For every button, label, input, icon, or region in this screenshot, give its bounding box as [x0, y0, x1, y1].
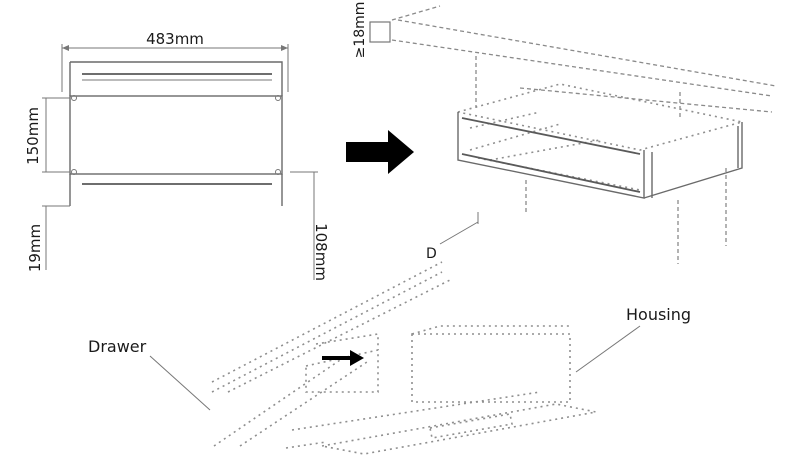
front-view: 483mm 150mm 19mm 108mm — [24, 30, 330, 281]
shelf-board — [391, 5, 777, 113]
base-tray — [321, 403, 597, 455]
drawer-label: Drawer — [88, 337, 147, 356]
arrow-right-icon — [281, 45, 288, 51]
detail-leader — [439, 221, 479, 245]
housing-box — [411, 333, 571, 403]
panel-bottom-frame — [69, 174, 283, 206]
mount-hole-icon — [275, 95, 281, 101]
mounted-view: ≥18mm D — [352, 2, 777, 264]
mount-hole-icon — [71, 169, 77, 175]
housing-edges — [461, 117, 641, 193]
drawer-leader — [149, 355, 211, 411]
housing-front — [457, 112, 645, 199]
panel-top-frame — [69, 61, 283, 96]
detail-marker-label: D — [426, 246, 437, 262]
width-label: 483mm — [146, 30, 204, 48]
height-label: 150mm — [24, 107, 42, 165]
side-offset-label: 108mm — [312, 223, 330, 281]
bottom-offset-label: 19mm — [26, 224, 44, 272]
arrow-left-icon — [62, 45, 69, 51]
panel-body — [69, 95, 283, 175]
drawer-rails — [211, 261, 451, 447]
right-arrow-icon — [346, 130, 414, 174]
screw-guide-lines — [475, 56, 727, 264]
exploded-view: Drawer Housing — [88, 261, 691, 455]
housing-top — [457, 83, 743, 151]
housing-label: Housing — [626, 305, 691, 324]
clearance-block — [369, 21, 391, 43]
clearance-label: ≥18mm — [352, 2, 368, 59]
housing-side — [643, 122, 743, 199]
mount-hole-icon — [275, 169, 281, 175]
mount-hole-icon — [71, 95, 77, 101]
housing-rails — [469, 111, 641, 191]
housing-leader — [575, 325, 641, 373]
insert-arrow-icon — [322, 350, 364, 366]
